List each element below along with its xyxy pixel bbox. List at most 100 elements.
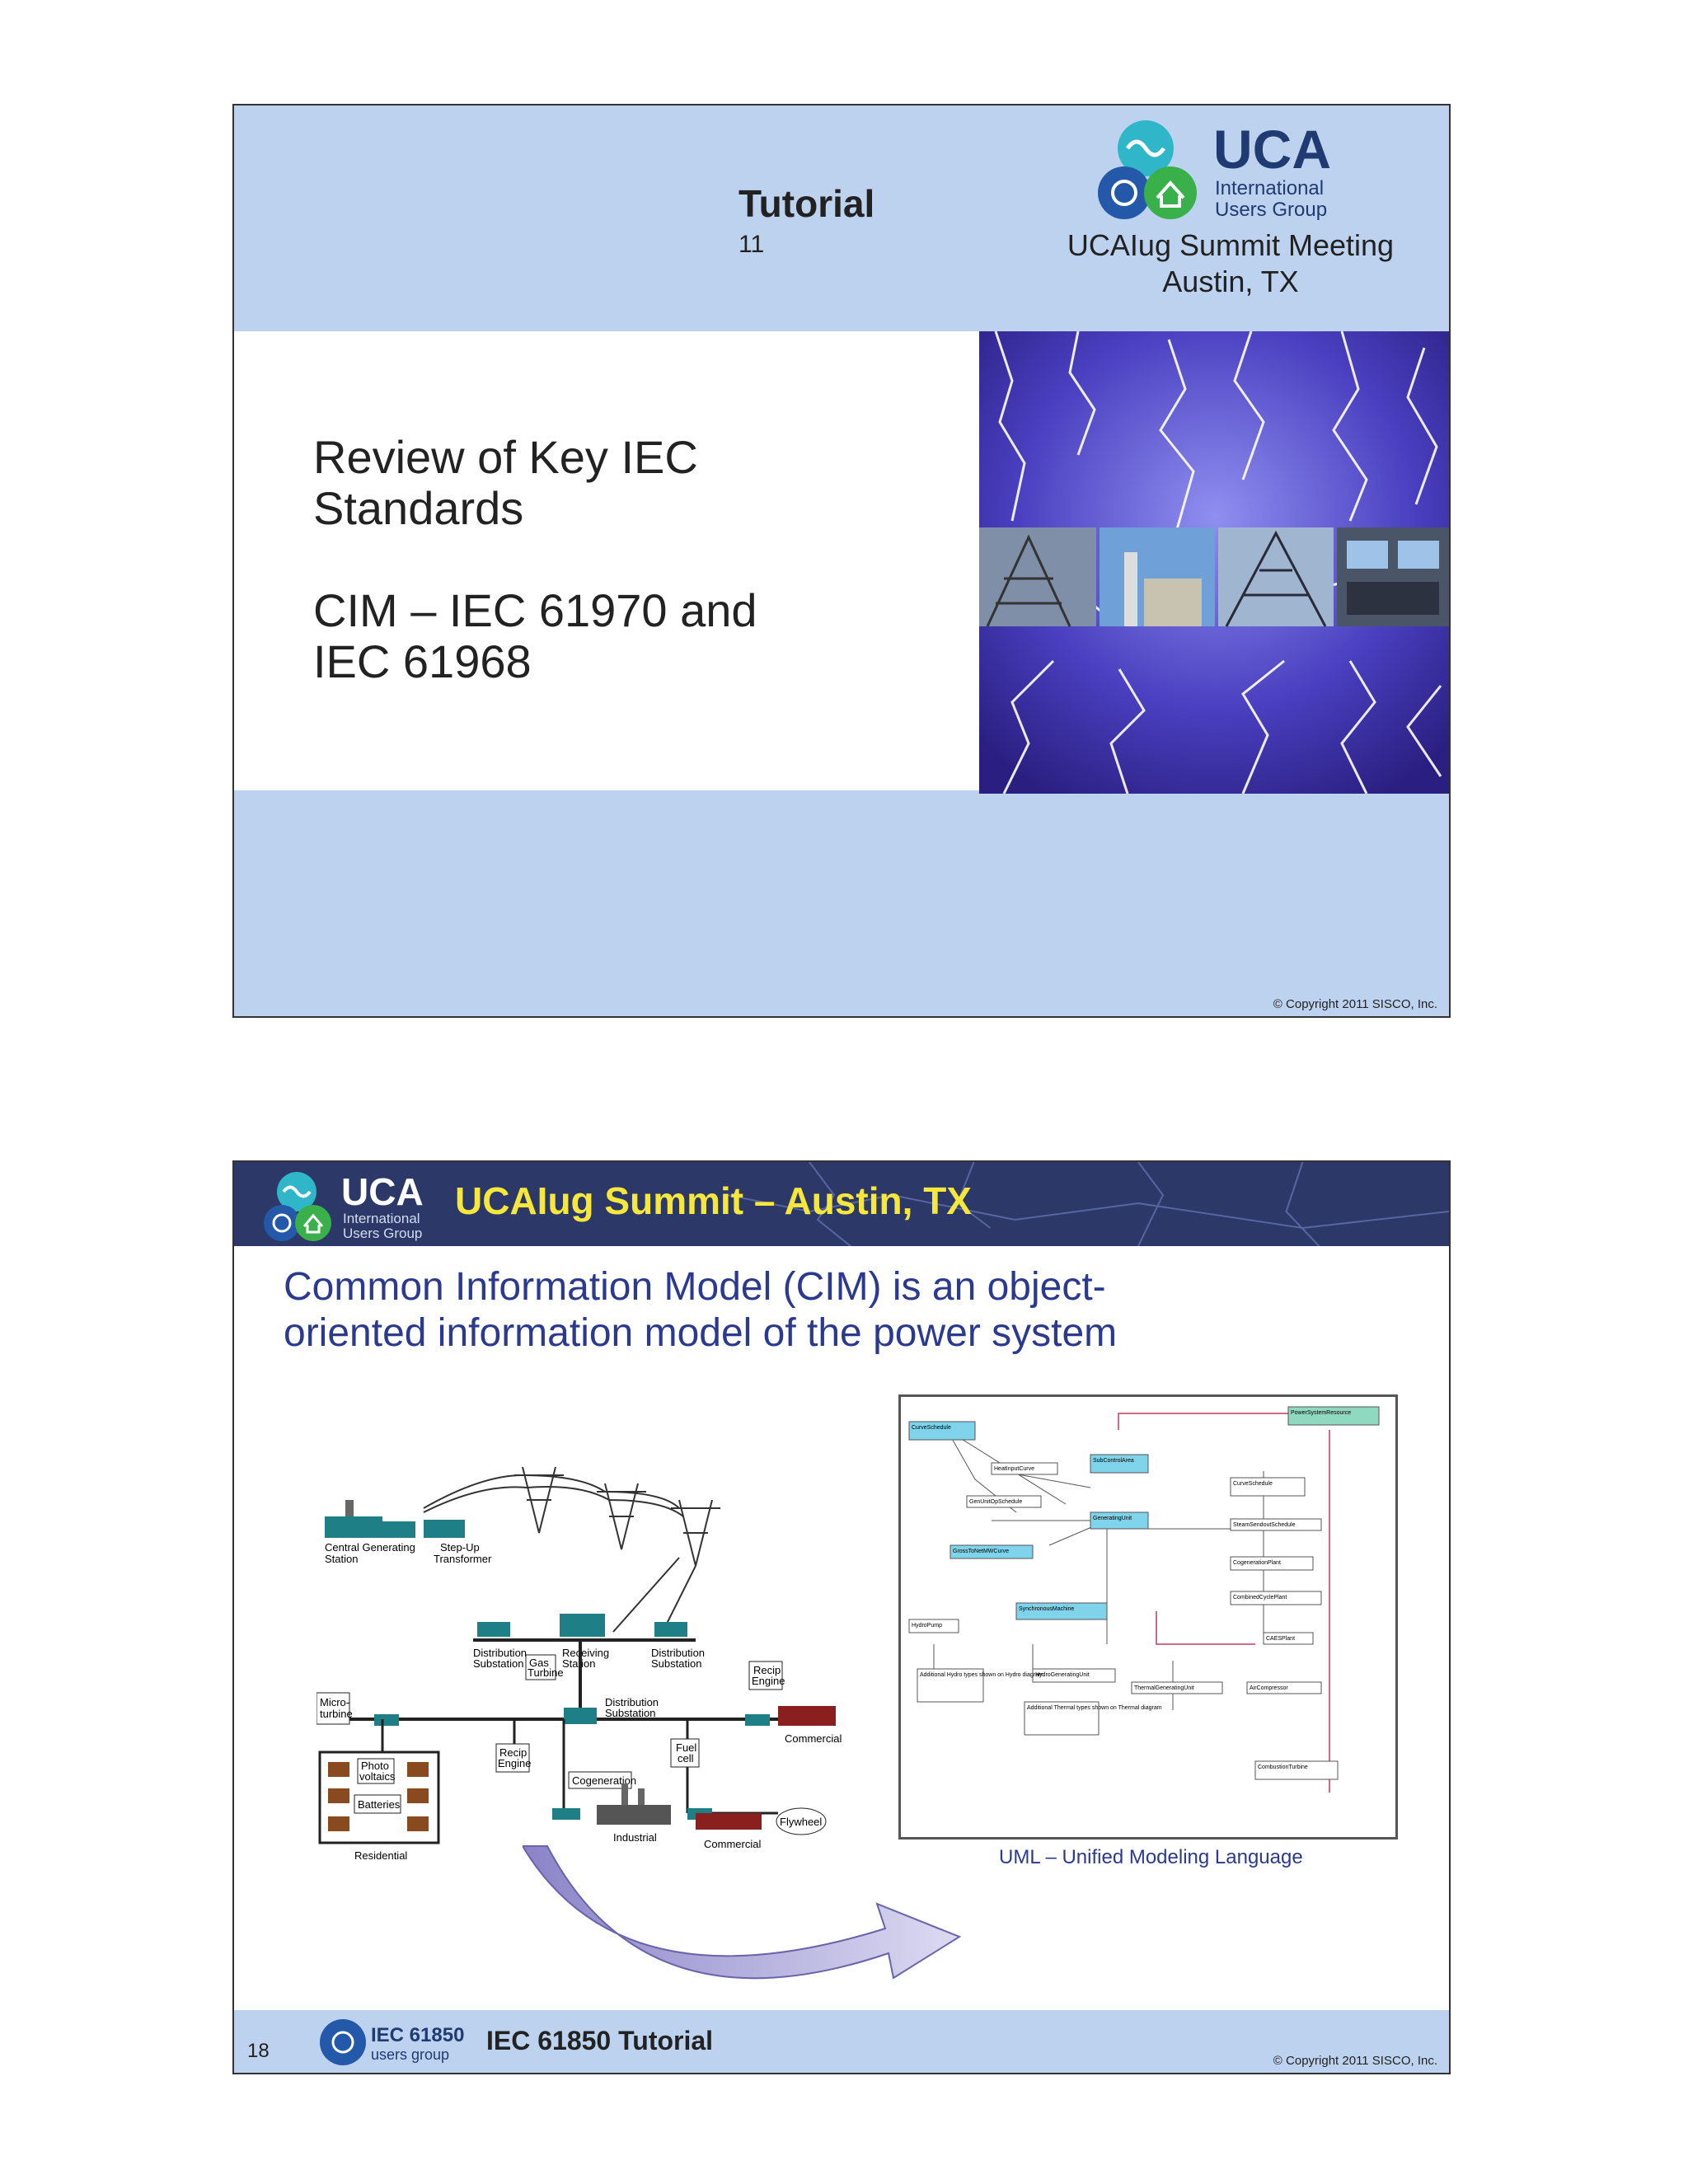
transformer-icon — [552, 1808, 580, 1820]
uml-class-box — [1024, 1701, 1100, 1736]
uml-class-box — [1230, 1556, 1314, 1571]
label-recip2-1: Recip — [499, 1746, 527, 1759]
meeting-line1: UCAIug Summit Meeting — [1067, 228, 1395, 262]
power-grid-diagram: Central Generating Station Step-Up Trans… — [316, 1467, 842, 1862]
industrial-plant-icon — [597, 1783, 671, 1825]
substation-icon — [560, 1614, 605, 1637]
wave-icon — [1125, 139, 1166, 157]
uml-class-label: CogenerationPlant — [1233, 1560, 1281, 1566]
title-line — [313, 534, 757, 585]
logo-house-circle — [1144, 166, 1197, 219]
label-dist1-1: Distribution — [473, 1647, 527, 1659]
uml-boxes: PowerSystemResourceCurveScheduleHeatInpu… — [908, 1406, 1380, 1780]
uml-class-box — [1131, 1681, 1223, 1694]
substation-icon — [654, 1622, 687, 1637]
title-line: IEC 61968 — [313, 635, 532, 687]
plug-icon — [272, 1213, 292, 1233]
label-gas-1: Gas — [529, 1657, 549, 1669]
uml-class-box — [1230, 1477, 1306, 1497]
label-dist1-2: Substation — [473, 1657, 523, 1670]
uml-class-label: GenUnitOpSchedule — [969, 1499, 1022, 1505]
uml-class-label: HeatInputCurve — [994, 1466, 1034, 1472]
label-fuel-2: cell — [678, 1752, 694, 1765]
uml-class-label: SynchronousMachine — [1019, 1606, 1074, 1612]
copyright: © Copyright 2011 SISCO, Inc. — [1273, 997, 1437, 1011]
lightning-photo-collage — [979, 331, 1449, 794]
uml-class-label: Additional Hydro types shown on Hydro di… — [920, 1672, 1043, 1678]
label-micro-1: Micro- — [320, 1696, 349, 1708]
label-residential: Residential — [354, 1849, 407, 1862]
label-central-2: Station — [325, 1553, 358, 1565]
slide-cim-overview: UCA International Users Group UCAIug Sum… — [232, 1160, 1451, 2074]
banner-title: UCAIug Summit – Austin, TX — [455, 1179, 972, 1222]
label-stepup-2: Transformer — [434, 1553, 492, 1565]
meeting-line2: Austin, TX — [1162, 265, 1299, 298]
uml-class-label: GrossToNetMWCurve — [953, 1549, 1009, 1554]
uca-logo: UCA International Users Group — [1098, 119, 1331, 221]
label-fuel-1: Fuel — [676, 1741, 696, 1754]
label-dist3-1: Distribution — [605, 1696, 659, 1708]
uml-class-label: SubControlArea — [1093, 1458, 1134, 1464]
uml-class-label: Additional Thermal types shown on Therma… — [1027, 1705, 1162, 1711]
uml-class-box — [1230, 1518, 1322, 1531]
iec61850-logo: IEC 61850 users group — [320, 2019, 464, 2065]
banner: UCA International Users Group UCAIug Sum… — [234, 1162, 1449, 1246]
label-dist3-2: Substation — [605, 1707, 655, 1719]
label-central-1: Central Generating — [325, 1541, 415, 1554]
uml-class-box — [917, 1668, 984, 1703]
uml-class-box — [1230, 1591, 1322, 1605]
uml-class-label: ThermalGeneratingUnit — [1134, 1685, 1194, 1691]
uml-class-box — [1032, 1668, 1116, 1683]
banner-lightning — [727, 1162, 1449, 1246]
label-receiving-1: Receiving — [562, 1647, 609, 1659]
uml-class-label: GeneratingUnit — [1093, 1516, 1132, 1521]
uml-class-label: CurveSchedule — [912, 1425, 951, 1431]
label-industrial: Industrial — [613, 1831, 657, 1844]
uml-class-label: CAESPlant — [1266, 1636, 1295, 1642]
label-photo-2: voltaics — [359, 1770, 396, 1783]
meeting-info: UCAIug Summit Meeting Austin, TX — [1035, 227, 1426, 300]
slide-heading: Common Information Model (CIM) is an obj… — [284, 1264, 1117, 1357]
uml-class-box — [1090, 1511, 1149, 1530]
slide-tutorial-title: UCA International Users Group Tutorial 1… — [232, 104, 1451, 1018]
plug-icon — [1111, 180, 1137, 206]
uml-class-box — [1254, 1760, 1339, 1780]
heading-line: oriented information model of the power … — [284, 1311, 1118, 1355]
label-batteries: Batteries — [358, 1798, 401, 1811]
uml-class-label: AirCompressor — [1250, 1685, 1288, 1691]
tutorial-label: Tutorial — [738, 182, 875, 225]
uml-class-box — [1263, 1632, 1314, 1645]
house-icon — [1156, 180, 1185, 208]
logo-sub1: International — [1215, 177, 1324, 199]
uml-class-box — [1246, 1681, 1322, 1694]
label-micro-2: turbine — [320, 1708, 353, 1720]
title-line: Standards — [313, 482, 524, 534]
uml-class-box — [1015, 1602, 1108, 1620]
copyright: © Copyright 2011 SISCO, Inc. — [1273, 2054, 1437, 2068]
label-dist2-1: Distribution — [651, 1647, 705, 1659]
label-dist2-2: Substation — [651, 1657, 701, 1670]
uml-class-box — [908, 1421, 976, 1441]
uml-class-label: HydroPump — [912, 1623, 942, 1629]
label-flywheel: Flywheel — [780, 1816, 822, 1828]
label-commercial1: Commercial — [785, 1732, 842, 1745]
uml-class-label: CombinedCyclePlant — [1233, 1595, 1287, 1601]
title-line: Review of Key IEC — [313, 431, 698, 483]
substation-icons — [477, 1614, 687, 1637]
logo-text: UCA — [341, 1170, 424, 1213]
uml-class-label: CurveSchedule — [1233, 1481, 1273, 1487]
logo-sub2: Users Group — [1215, 199, 1327, 221]
uml-caption: UML – Unified Modeling Language — [999, 1846, 1303, 1868]
label-recip1-1: Recip — [753, 1664, 781, 1676]
uml-class-box — [950, 1544, 1034, 1559]
logo-sub2: Users Group — [343, 1226, 422, 1241]
photo-strip — [979, 527, 1449, 627]
uml-class-box — [1090, 1454, 1149, 1474]
uml-class-box — [966, 1495, 1042, 1508]
residential-block — [318, 1750, 440, 1844]
uca-logo: UCA International Users Group — [264, 1170, 424, 1241]
page-number: 18 — [247, 2040, 270, 2062]
logo-sub1: International — [343, 1211, 420, 1226]
title-line: CIM – IEC 61970 and — [313, 584, 757, 636]
